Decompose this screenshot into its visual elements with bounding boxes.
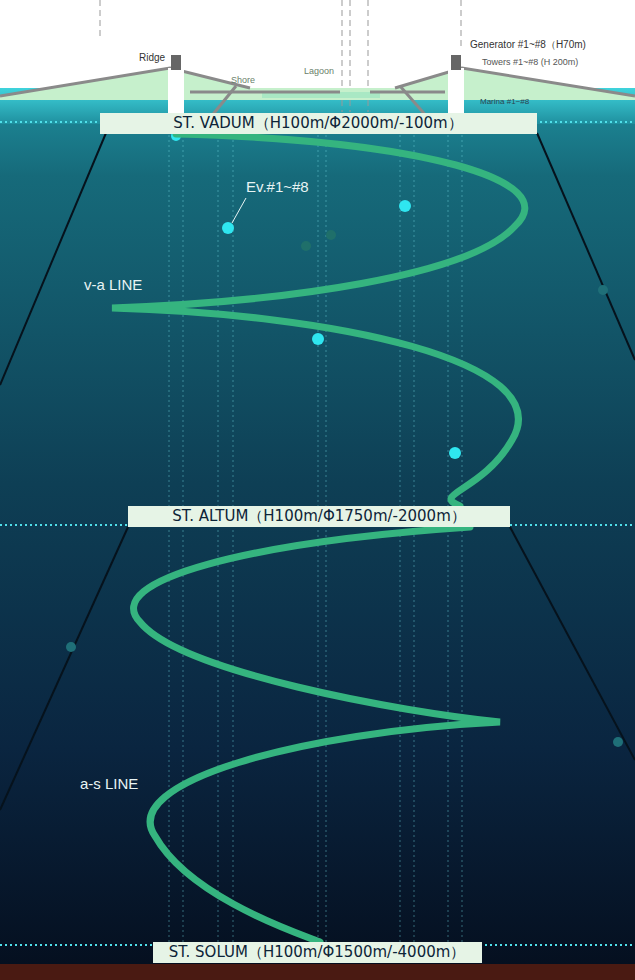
elevator-shafts (169, 130, 462, 942)
leader-line (232, 198, 246, 223)
part-label: Ridge (139, 52, 165, 63)
station-band: ST. VADUM（H100m/Φ2000m/-100m） (100, 113, 537, 134)
part-label: Towers #1~#8 (H 200m) (482, 57, 578, 67)
helix-line (112, 134, 525, 506)
station-band: ST. SOLUM（H100m/Φ1500m/-4000m） (153, 942, 482, 963)
seabed (0, 964, 635, 980)
line-label: v-a LINE (84, 276, 142, 293)
station-name: ST. VADUM（H100m/Φ2000m/-100m） (173, 114, 462, 133)
tether-cones (0, 133, 635, 810)
helix-line (134, 527, 500, 942)
part-label: Shore (231, 75, 255, 85)
depth-dots (0, 122, 635, 945)
elevator-cars (171, 131, 461, 459)
part-label: Ev.#1~#8 (246, 178, 309, 195)
part-label: Lagoon (304, 66, 334, 76)
tether-dots (66, 285, 623, 747)
towers (168, 55, 464, 116)
part-label: Generator #1~#8（H70m) (470, 38, 586, 52)
station-name: ST. SOLUM（H100m/Φ1500m/-4000m） (169, 943, 466, 962)
station-band: ST. ALTUM（H100m/Φ1750m/-2000m） (128, 506, 510, 527)
station-name: ST. ALTUM（H100m/Φ1750m/-2000m） (172, 507, 466, 526)
line-label: a-s LINE (80, 775, 138, 792)
part-label: Marina #1~#8 (480, 97, 529, 106)
sea-body (0, 88, 635, 968)
